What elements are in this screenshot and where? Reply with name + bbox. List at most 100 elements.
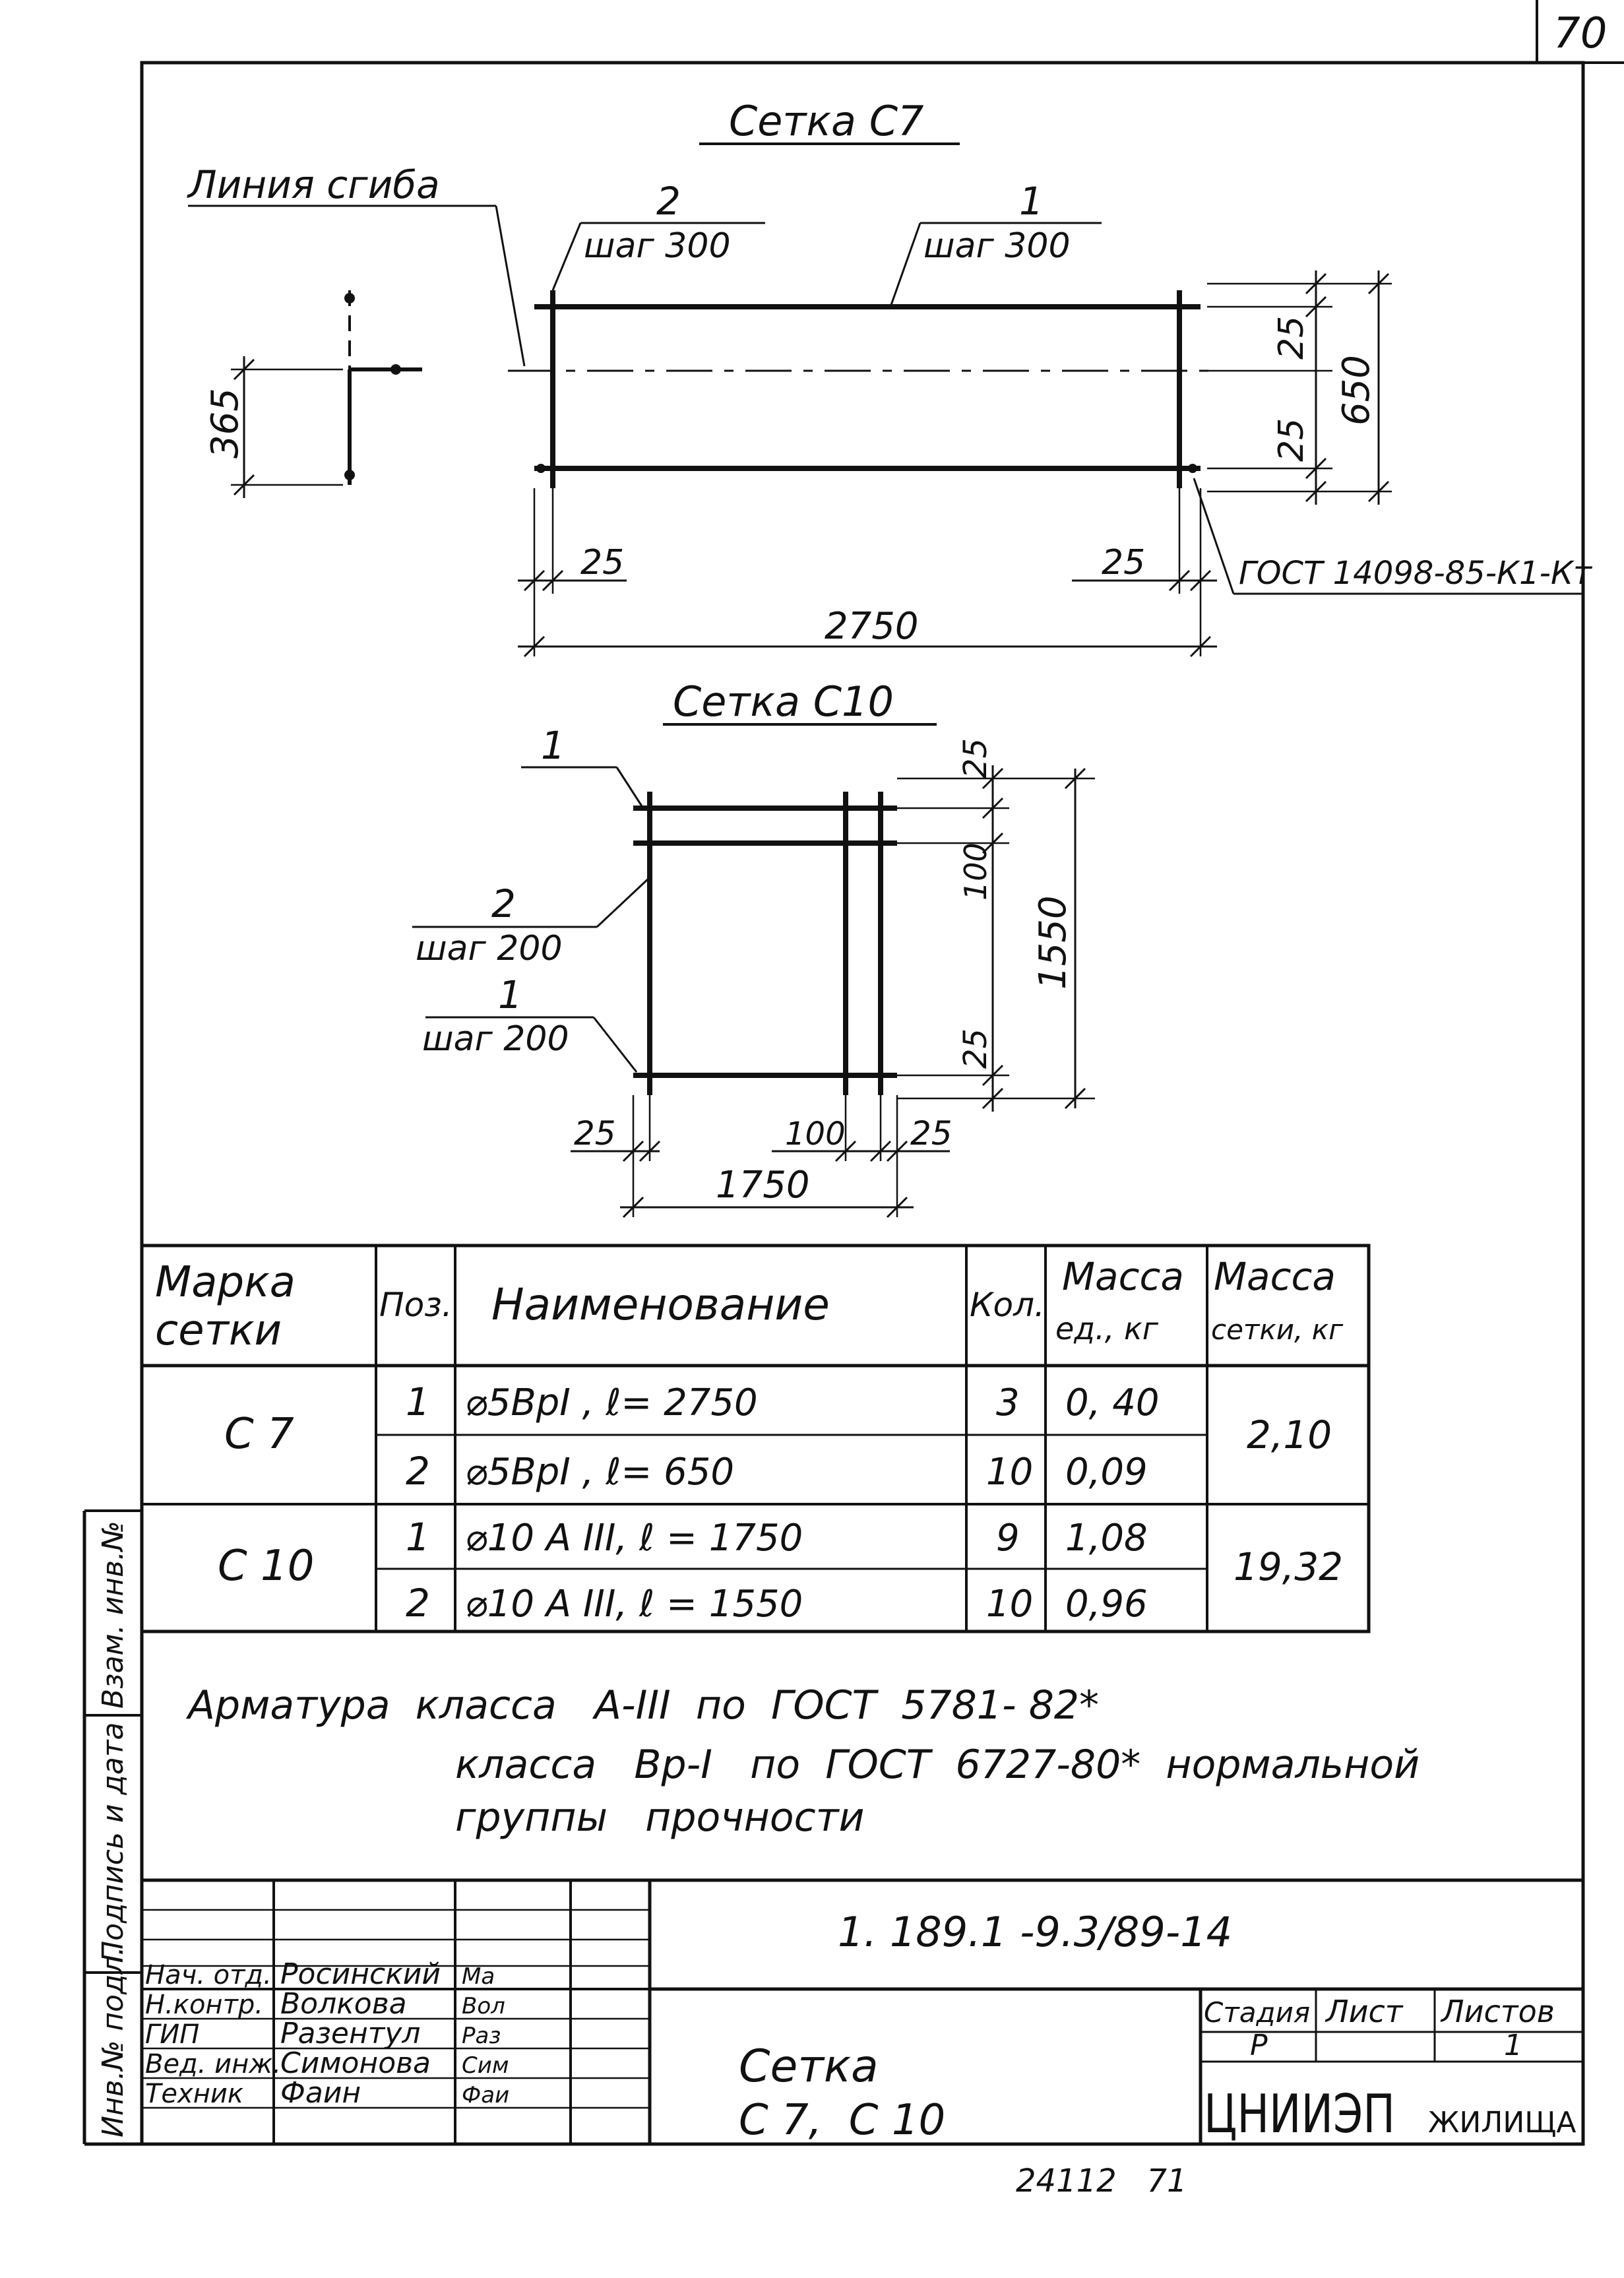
spec-unit-mass: 1,08	[1065, 1517, 1148, 1560]
hdr-mark-2: сетки	[155, 1306, 282, 1355]
side-stamp: Взам. инв.№ Подпись и дата Инв.№ подл.	[82, 1509, 142, 2146]
staff-name: Симонова	[280, 2046, 431, 2080]
stage-value: Р	[1250, 2029, 1268, 2062]
staff-role: Н.контр.	[145, 1990, 263, 2020]
dim-c10-right-end: 25	[910, 1114, 953, 1153]
dim-c7-right-end: 25	[1102, 543, 1145, 583]
spec-name: ⌀10 А III, ℓ = 1550	[465, 1583, 803, 1626]
spec-mark-c10: С 10	[218, 1542, 314, 1591]
stage-label: Стадия	[1204, 1996, 1310, 2029]
staff-name: Волкова	[280, 1987, 407, 2021]
hdr-unit-mass-2: ед., кг	[1055, 1311, 1159, 1346]
dim-c10-bottom-edge: 25	[957, 1028, 994, 1069]
hdr-name: Наименование	[491, 1279, 830, 1330]
staff-role: Вед. инж.	[145, 2049, 281, 2079]
doc-code: 1. 189.1 -9.3/89-14	[838, 1908, 1232, 1956]
spec-mesh-mass-c10: 19,32	[1234, 1544, 1343, 1589]
dim-bend-leg: 365	[204, 388, 247, 459]
side-stamp-replace-inv: Взам. инв.№	[96, 1521, 130, 1709]
staff-signature: Фаи	[462, 2082, 509, 2108]
note-line-3: группы прочности	[455, 1794, 865, 1841]
hdr-unit-mass-1: Масса	[1062, 1254, 1184, 1299]
drawing-title-line-2: С 7, С 10	[739, 2096, 945, 2145]
staff-name: Росинский	[280, 1957, 441, 1991]
mesh-c10: Сетка С10 1 2 шаг 200 1 шаг 200	[412, 678, 1095, 1218]
mesh-c10-title: Сетка С10	[673, 678, 894, 726]
hdr-mesh-mass-1: Масса	[1214, 1254, 1336, 1299]
spec-unit-mass: 0,09	[1065, 1451, 1148, 1494]
bent-profile: 365	[204, 290, 422, 498]
c7-callout-pos1-number: 1	[1019, 179, 1044, 224]
staff-signature: Вол	[462, 1993, 505, 2019]
bend-line-label: Линия сгиба	[187, 162, 440, 207]
dim-c7-height: 650	[1335, 355, 1378, 426]
bottom-number: 24112 71	[1016, 2163, 1187, 2199]
spec-name: ⌀5ВрI , ℓ= 650	[465, 1451, 734, 1494]
side-stamp-sign-date: Подпись и дата	[96, 1723, 130, 1963]
spec-mesh-mass-c7: 2,10	[1247, 1412, 1332, 1457]
spec-name: ⌀10 А III, ℓ = 1750	[465, 1517, 803, 1560]
sheets-label: Листов	[1440, 1994, 1555, 2029]
sheets-value: 1	[1504, 2029, 1522, 2062]
dim-c7-length: 2750	[825, 605, 919, 648]
staff-signature: Раз	[462, 2023, 501, 2049]
spec-pos: 2	[406, 1581, 430, 1626]
gost-ref-label: ГОСТ 14098-85-К1-Кт	[1239, 555, 1593, 592]
notes: Арматура класса А-III по ГОСТ 5781- 82* …	[185, 1682, 1420, 1841]
dim-c10-inner-spacing: 100	[785, 1116, 846, 1153]
staff-role: Нач. отд.	[145, 1960, 272, 1990]
spec-qty: 10	[986, 1451, 1033, 1494]
org-sub: ЖИЛИЩА	[1428, 2106, 1577, 2139]
staff-role: ГИП	[145, 2019, 199, 2050]
spec-qty: 10	[986, 1583, 1033, 1626]
c10-callout-pos2-number: 2	[491, 881, 516, 926]
mesh-c7: Сетка С7 Линия сгиба 365	[187, 97, 1593, 658]
hdr-pos: Поз.	[379, 1286, 453, 1324]
staff-name: Фаин	[280, 2076, 361, 2110]
sheet-label: Лист	[1325, 1994, 1404, 2029]
mesh-c10-plan: 1 2 шаг 200 1 шаг 200 25 100	[412, 723, 1095, 1218]
staff-name: Разентул	[280, 2017, 421, 2050]
dim-c10-height: 1550	[1032, 895, 1075, 990]
spec-name: ⌀5ВрI , ℓ= 2750	[465, 1381, 758, 1424]
staff-signature: Ма	[462, 1963, 495, 1990]
dim-c10-left-end: 25	[574, 1114, 616, 1153]
hdr-qty: Кол.	[970, 1286, 1045, 1324]
spec-pos: 1	[406, 1379, 430, 1424]
note-line-1: Арматура класса А-III по ГОСТ 5781- 82*	[185, 1682, 1099, 1728]
drawing-frame	[140, 61, 1585, 2146]
side-stamp-inv-orig: Инв.№ подл.	[96, 1946, 130, 2137]
spec-qty: 9	[996, 1517, 1020, 1560]
dim-c10-width: 1750	[716, 1164, 810, 1207]
dim-c7-bottom-edge: 25	[1272, 418, 1311, 462]
dim-c7-left-end: 25	[580, 543, 624, 583]
c7-callout-pos2-number: 2	[656, 179, 681, 224]
hdr-mark-1: Марка	[155, 1258, 296, 1307]
dim-c10-top-edge: 25	[957, 738, 994, 778]
title-block: Нач. отд. Росинский Ма Н.контр. Волкова …	[142, 1878, 1583, 2145]
spec-unit-mass: 0, 40	[1065, 1381, 1160, 1424]
spec-unit-mass: 0,96	[1065, 1583, 1148, 1626]
spec-table: Марка сетки Поз. Наименование Кол. Масса…	[140, 1244, 1371, 1633]
spec-mark-c7: С 7	[224, 1410, 294, 1459]
sheet-corner-number: 70	[1553, 9, 1607, 58]
c10-callout-pos1-number: 1	[498, 972, 522, 1017]
c7-callout-pos2-step: шаг 300	[584, 226, 731, 266]
dim-c7-top-edge: 25	[1272, 316, 1311, 360]
c10-callout-pos2-step: шаг 200	[416, 929, 563, 968]
mesh-c7-plan: 2 шаг 300 1 шаг 300 25 25 650	[508, 179, 1593, 658]
staff-role: Техник	[145, 2079, 243, 2109]
dim-c10-top-spacing: 100	[958, 842, 993, 901]
c10-callout-pos1-step: шаг 200	[422, 1019, 569, 1059]
hdr-mesh-mass-2: сетки, кг	[1211, 1313, 1344, 1346]
mesh-c7-title: Сетка С7	[729, 97, 923, 145]
c10-callout-top-number: 1	[541, 723, 565, 768]
note-line-2: класса Вр-I по ГОСТ 6727-80* нормальной	[455, 1742, 1420, 1788]
staff-signature: Сим	[462, 2052, 509, 2079]
spec-pos: 2	[406, 1449, 430, 1494]
drawing-title-line-1: Сетка	[739, 2041, 879, 2093]
spec-qty: 3	[996, 1381, 1020, 1424]
org-main: ЦНИИЭП	[1204, 2083, 1395, 2145]
spec-pos: 1	[406, 1515, 430, 1560]
